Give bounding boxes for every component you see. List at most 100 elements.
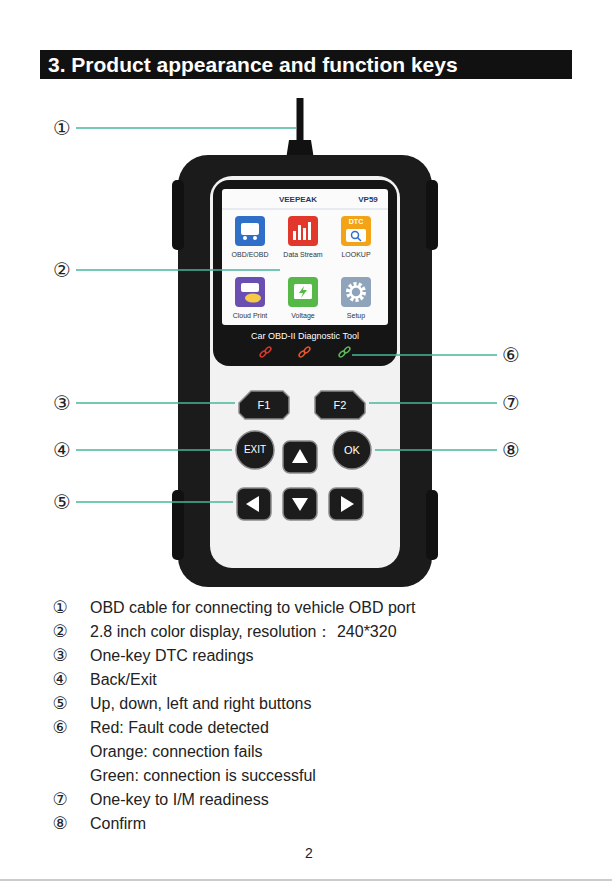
section-title: 3. Product appearance and function keys xyxy=(48,52,458,76)
key-label: F2 xyxy=(334,400,347,411)
obd-cable xyxy=(297,98,304,142)
callout-number: ⑧ xyxy=(502,439,520,462)
f2-key: F2 xyxy=(315,391,365,419)
right-arrow xyxy=(341,496,354,512)
key-label: EXIT xyxy=(244,445,266,455)
list-text: OBD cable for connecting to vehicle OBD … xyxy=(90,599,416,617)
list-text: Green: connection is successful xyxy=(90,767,316,785)
key-label: OK xyxy=(344,445,360,456)
up-key xyxy=(283,441,317,473)
case-bumper xyxy=(172,490,184,560)
exit-key: EXIT xyxy=(236,431,274,469)
callout-number: ⑦ xyxy=(502,392,520,415)
list-number: ⑤ xyxy=(52,694,67,714)
key-outline xyxy=(236,431,274,469)
bar-glyph xyxy=(303,228,306,240)
model-name: VP59 xyxy=(358,195,378,204)
screen-bezel xyxy=(213,180,397,366)
key-outline xyxy=(315,391,365,419)
obd-icon-glyph xyxy=(243,236,247,240)
icon-text: DTC xyxy=(349,218,363,226)
rubber-case xyxy=(178,155,432,587)
color-display xyxy=(222,189,388,325)
led-green xyxy=(343,346,351,354)
status-leds xyxy=(259,346,351,358)
list-number: ④ xyxy=(52,670,67,690)
lookup-icon xyxy=(341,216,371,246)
key-outline xyxy=(239,391,289,419)
cloud-glyph xyxy=(245,294,261,303)
menu-label: OBD/EOBD xyxy=(232,251,269,259)
gear-glyph xyxy=(348,284,364,300)
device-face xyxy=(210,176,400,568)
bolt-glyph xyxy=(299,286,307,298)
magnifier-glyph xyxy=(352,232,359,239)
leader-line xyxy=(76,269,280,271)
callout-number: ④ xyxy=(53,439,71,462)
menu-label: Cloud Print xyxy=(233,312,268,320)
leader-line xyxy=(76,501,233,503)
callout-number: ② xyxy=(53,259,71,282)
bar-glyph xyxy=(293,231,296,240)
data-stream-icon xyxy=(288,216,318,246)
setup-icon xyxy=(341,277,371,307)
bar-glyph xyxy=(308,222,311,240)
cloud-print-icon xyxy=(235,277,265,307)
f1-key: F1 xyxy=(239,391,289,419)
voltage-icon xyxy=(288,277,318,307)
led-red xyxy=(264,346,272,354)
list-number: ② xyxy=(52,622,67,642)
gear-glyph xyxy=(351,287,362,298)
leader-line xyxy=(369,402,497,404)
list-text: One-key DTC readings xyxy=(90,647,254,665)
obd-icon-glyph xyxy=(241,223,259,235)
menu-label: Setup xyxy=(347,312,365,320)
menu-label: Data Stream xyxy=(283,251,322,259)
list-number: ③ xyxy=(52,646,67,666)
case-bumper xyxy=(426,490,438,560)
callout-number: ① xyxy=(53,117,71,140)
title-banner xyxy=(40,50,572,79)
right-key xyxy=(329,488,363,520)
leader-line xyxy=(76,402,235,404)
leader-line xyxy=(76,449,232,451)
device-caption: Car OBD-II Diagnostic Tool xyxy=(251,331,359,341)
down-arrow xyxy=(292,498,308,511)
list-text: Confirm xyxy=(90,815,146,833)
callout-number: ⑥ xyxy=(502,344,520,367)
up-arrow xyxy=(292,449,308,463)
display-header-rule xyxy=(222,209,388,210)
obd-icon-glyph xyxy=(253,236,257,240)
case-bumper xyxy=(172,180,184,250)
leader-line xyxy=(352,354,497,356)
leader-line xyxy=(76,127,296,129)
case-bumper xyxy=(426,180,438,250)
list-text: One-key to I/M readiness xyxy=(90,791,269,809)
list-text: Red: Fault code detected xyxy=(90,719,269,737)
page-number: 2 xyxy=(305,845,313,861)
left-key xyxy=(237,488,271,520)
key-label: F1 xyxy=(258,400,271,411)
magnifier-glyph xyxy=(358,238,362,242)
ok-key: OK xyxy=(333,431,371,469)
lookup-icon-glyph xyxy=(346,229,366,242)
bar-glyph xyxy=(298,225,301,240)
menu-label: Voltage xyxy=(291,312,314,320)
brand-name: VEEPEAK xyxy=(279,195,317,204)
menu-label: LOOKUP xyxy=(341,251,370,259)
leader-lines xyxy=(76,128,497,502)
leader-line xyxy=(375,449,497,451)
led-orange xyxy=(303,346,311,354)
list-number: ⑧ xyxy=(52,814,67,834)
callout-number: ③ xyxy=(53,392,71,415)
list-number: ⑦ xyxy=(52,790,67,810)
obd-icon xyxy=(235,216,265,246)
list-number: ① xyxy=(52,598,67,618)
list-text: Orange: connection fails xyxy=(90,743,263,761)
battery-glyph xyxy=(294,284,312,299)
down-key xyxy=(283,488,317,520)
list-text: 2.8 inch color display, resolution： 240*… xyxy=(90,623,397,641)
list-text: Back/Exit xyxy=(90,671,157,689)
callout-number: ⑤ xyxy=(53,491,71,514)
